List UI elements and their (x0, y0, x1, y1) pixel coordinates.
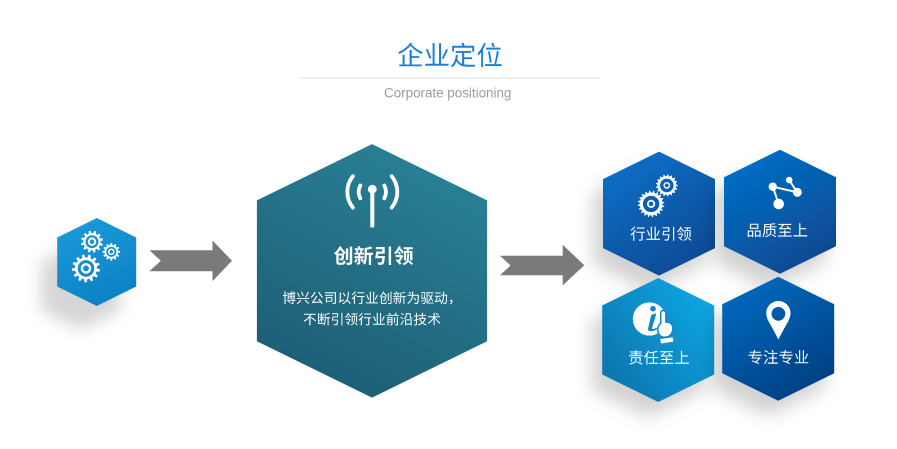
svg-text:Corporate positioning: Corporate positioning (384, 85, 511, 100)
